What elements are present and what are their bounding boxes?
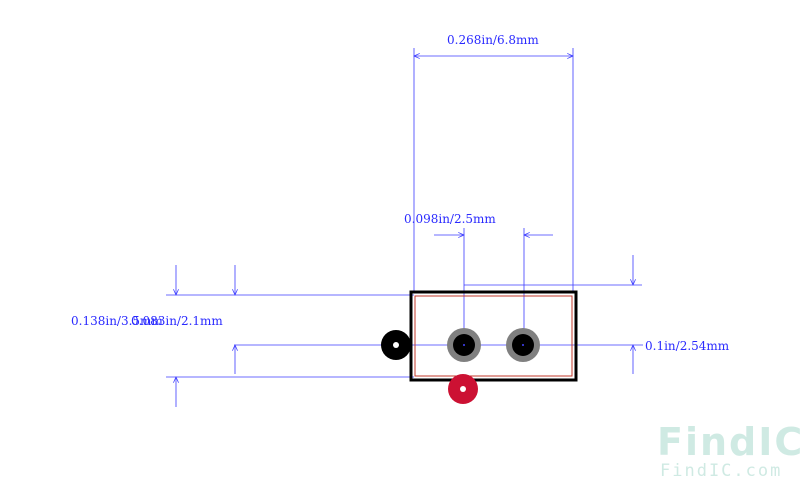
polarity-marker (448, 374, 478, 404)
pad-offset-label: 0.1in/2.54mm (645, 339, 730, 353)
pin1-marker (381, 330, 411, 360)
pad-2 (506, 328, 540, 362)
body-height-label: 0.138in/3.5mm (71, 314, 163, 328)
courtyard-outline (414, 295, 573, 377)
component-body-outline (409, 290, 578, 382)
pin-pitch-label: 0.098in/2.5mm (404, 212, 496, 226)
pin-offset-label: 0.083in/2.1mm (131, 314, 223, 328)
pad-offset-dimension (234, 255, 643, 374)
overall-width-label: 0.268in/6.8mm (447, 33, 539, 47)
overall-width-dimension (414, 48, 573, 292)
watermark-url: FindIC.com (660, 461, 782, 481)
watermark: FindIC FindIC.com (657, 420, 800, 481)
body-height-dimension (166, 265, 414, 407)
pad-1 (447, 328, 481, 362)
pin-pitch-dimension (434, 228, 553, 345)
watermark-brand: FindIC (657, 420, 800, 464)
